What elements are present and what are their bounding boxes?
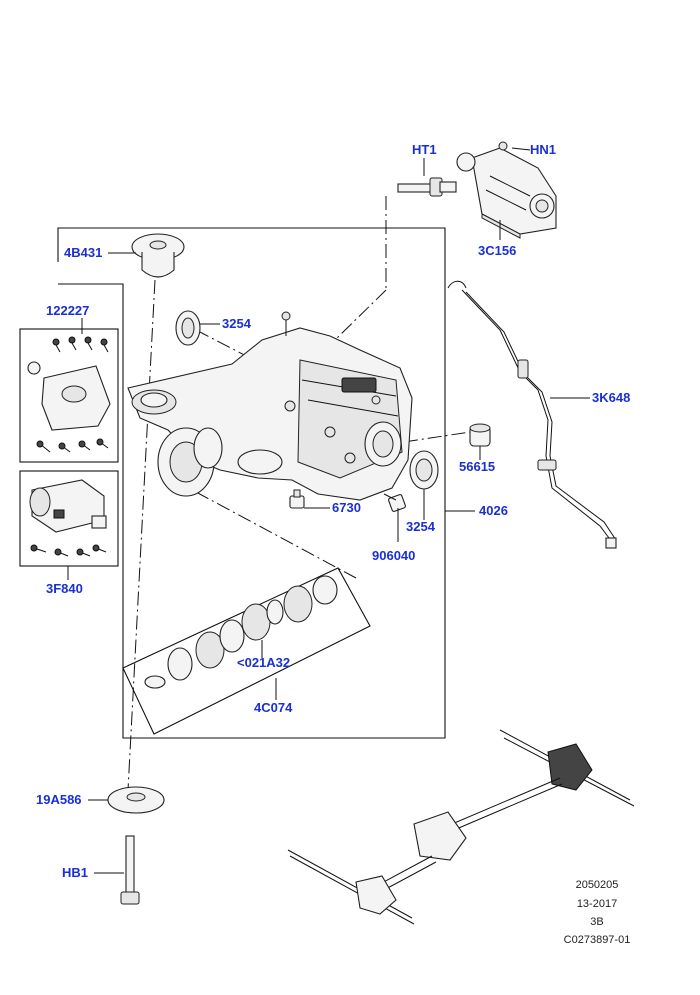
drawing-date: 13-2017 xyxy=(576,898,618,910)
callout-3254-top[interactable]: 3254 xyxy=(222,316,251,331)
callout-122227[interactable]: 122227 xyxy=(46,303,90,318)
axis-line-right xyxy=(403,431,471,443)
callout-4c074[interactable]: 4C074 xyxy=(254,700,293,715)
wiring-harness-3k648-part xyxy=(447,280,617,549)
bracket-kit-box xyxy=(19,328,119,463)
main-assembly-frame xyxy=(57,227,446,739)
lower-bushing-19a586-part xyxy=(107,786,165,814)
axis-line-top-diag xyxy=(336,289,387,339)
bearing-kit-parts xyxy=(144,575,338,689)
callout-hn1[interactable]: HN1 xyxy=(530,142,557,157)
motor-kit-parts xyxy=(29,479,107,557)
control-module-3c156-part xyxy=(456,141,557,239)
callout-56615[interactable]: 56615 xyxy=(459,459,496,474)
pin-ht1-part xyxy=(397,177,457,197)
output-flange-part xyxy=(157,427,223,497)
callout-021a32[interactable]: <021A32 xyxy=(237,655,291,670)
leader-lines xyxy=(67,147,590,874)
drawing-reference: C0273897-01 xyxy=(563,934,631,946)
callout-6730[interactable]: 6730 xyxy=(332,500,361,515)
callout-3254-bottom[interactable]: 3254 xyxy=(406,519,435,534)
callout-906040[interactable]: 906040 xyxy=(372,548,416,563)
callout-3f840[interactable]: 3F840 xyxy=(46,581,83,596)
bushing-56615-part xyxy=(469,423,491,447)
axis-line-main xyxy=(127,279,156,791)
callout-19a586[interactable]: 19A586 xyxy=(36,792,82,807)
sensor-906040-part xyxy=(383,493,406,512)
callout-3k648[interactable]: 3K648 xyxy=(592,390,631,405)
axis-line-lower xyxy=(195,491,357,579)
bolt-hb1-part xyxy=(120,835,140,905)
bearing-kit-box xyxy=(122,567,371,735)
motor-kit-box xyxy=(19,470,119,567)
drawing-id: 2050205 xyxy=(575,879,619,891)
motor-screws xyxy=(30,544,107,557)
callout-4026[interactable]: 4026 xyxy=(479,503,508,518)
callout-ht1[interactable]: HT1 xyxy=(412,142,437,157)
bracket-screws xyxy=(36,438,109,453)
bracket-kit-parts xyxy=(27,336,111,453)
drawing-section: 3B xyxy=(590,916,604,928)
seal-3254-top-part xyxy=(175,310,201,346)
callout-4b431[interactable]: 4B431 xyxy=(64,245,103,260)
seal-3254-bottom-part xyxy=(409,450,439,490)
callout-3c156[interactable]: 3C156 xyxy=(478,243,517,258)
plug-6730-part xyxy=(289,489,305,509)
callout-hb1[interactable]: HB1 xyxy=(62,865,89,880)
mount-bushing-4b431-part xyxy=(131,233,185,278)
driveline-overview xyxy=(287,729,635,925)
